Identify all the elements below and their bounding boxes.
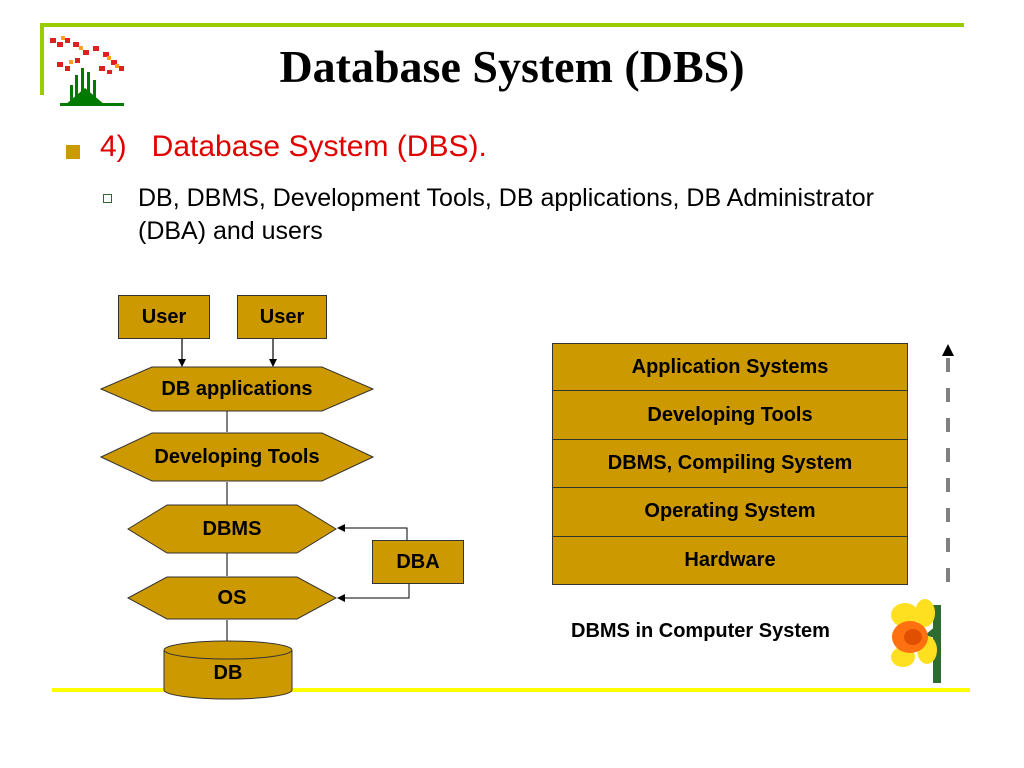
stack-layer: DBMS, Compiling System: [552, 439, 908, 489]
bullet-hollow-square-icon: [103, 194, 112, 203]
dba-to-os-arrow: [337, 584, 410, 602]
dba-to-dbms-arrow: [337, 524, 408, 540]
bottom-rule: [52, 688, 970, 692]
stack-layer: Developing Tools: [552, 391, 908, 440]
dbms-hexagon: DBMS: [127, 504, 337, 554]
user-box: User: [237, 295, 327, 339]
stack-layer: Application Systems: [552, 343, 908, 392]
bullet-square-icon: [66, 145, 80, 159]
diagram-caption: DBMS in Computer System: [571, 620, 830, 642]
stack-layer: Operating System: [552, 488, 908, 537]
top-rule: [40, 23, 964, 27]
dba-box: DBA: [372, 540, 464, 584]
user-box: User: [118, 295, 210, 339]
bullet-level2-text: DB, DBMS, Development Tools, DB applicat…: [138, 184, 874, 245]
developing-tools-hexagon: Developing Tools: [100, 432, 374, 482]
flower-clipart-icon: [45, 30, 135, 110]
db-applications-hexagon: DB applications: [100, 366, 374, 412]
left-rule: [40, 23, 44, 95]
computer-system-stack: Application Systems Developing Tools DBM…: [552, 343, 908, 585]
bullet-level1-text: 4) Database System (DBS).: [100, 130, 487, 163]
db-cylinder: DB: [163, 640, 293, 700]
daffodil-clipart-icon: [885, 595, 955, 685]
slide-title: Database System (DBS): [279, 41, 745, 92]
upward-dashed-arrow-icon: [942, 344, 954, 586]
stack-layer: Hardware: [552, 536, 908, 585]
os-hexagon: OS: [127, 576, 337, 620]
